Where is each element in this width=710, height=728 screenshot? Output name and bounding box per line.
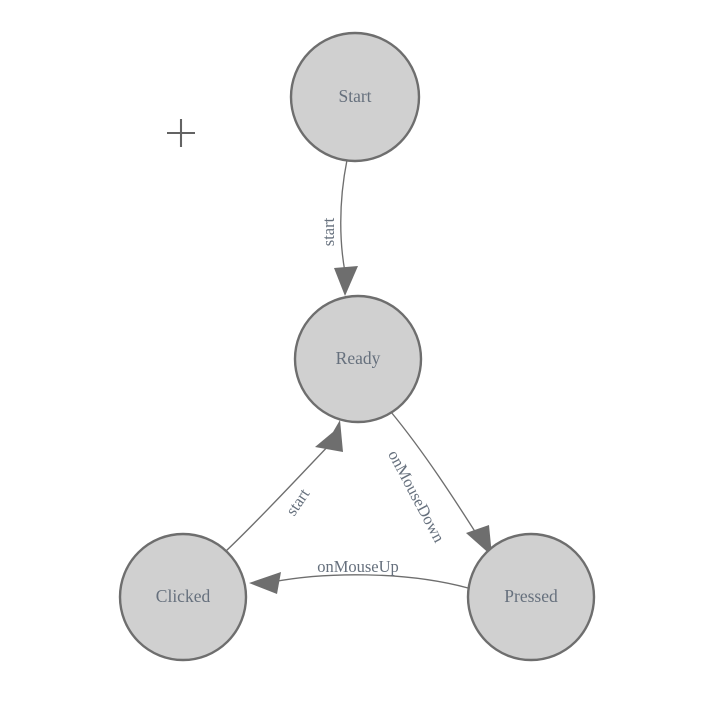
node-pressed-circle bbox=[466, 532, 596, 662]
node-clicked-circle bbox=[118, 532, 248, 662]
edge-label-start-to-ready: start bbox=[319, 217, 338, 246]
node-start-label: Start bbox=[338, 86, 371, 106]
edge-clicked-to-ready[interactable] bbox=[225, 420, 343, 552]
node-pressed[interactable]: Pressed bbox=[466, 532, 596, 662]
edge-label-pressed-to-clicked: onMouseUp bbox=[317, 557, 399, 576]
edge-clicked-to-ready-arrowhead bbox=[315, 420, 343, 452]
crosshair-cursor-icon bbox=[167, 119, 195, 147]
edge-ready-to-pressed-path bbox=[390, 411, 482, 542]
node-ready-label: Ready bbox=[336, 348, 381, 368]
node-start[interactable]: Start bbox=[289, 31, 421, 163]
edge-start-to-ready[interactable] bbox=[334, 159, 358, 296]
node-clicked-label: Clicked bbox=[156, 586, 211, 606]
edge-pressed-to-clicked-path bbox=[271, 574, 469, 589]
edge-pressed-to-clicked[interactable] bbox=[249, 572, 469, 594]
node-start-circle bbox=[289, 31, 421, 163]
node-ready[interactable]: Ready bbox=[293, 294, 423, 424]
node-clicked[interactable]: Clicked bbox=[118, 532, 248, 662]
node-ready-circle bbox=[293, 294, 423, 424]
edge-ready-to-pressed-arrowhead bbox=[466, 525, 492, 556]
edge-clicked-to-ready-path bbox=[225, 439, 335, 552]
edge-ready-to-pressed[interactable] bbox=[390, 411, 492, 556]
edge-pressed-to-clicked-arrowhead bbox=[249, 572, 281, 594]
node-pressed-label: Pressed bbox=[504, 586, 558, 606]
edge-start-to-ready-path bbox=[340, 159, 348, 273]
edge-label-ready-to-pressed: onMouseDown bbox=[384, 447, 449, 546]
edge-start-to-ready-arrowhead bbox=[334, 266, 358, 296]
